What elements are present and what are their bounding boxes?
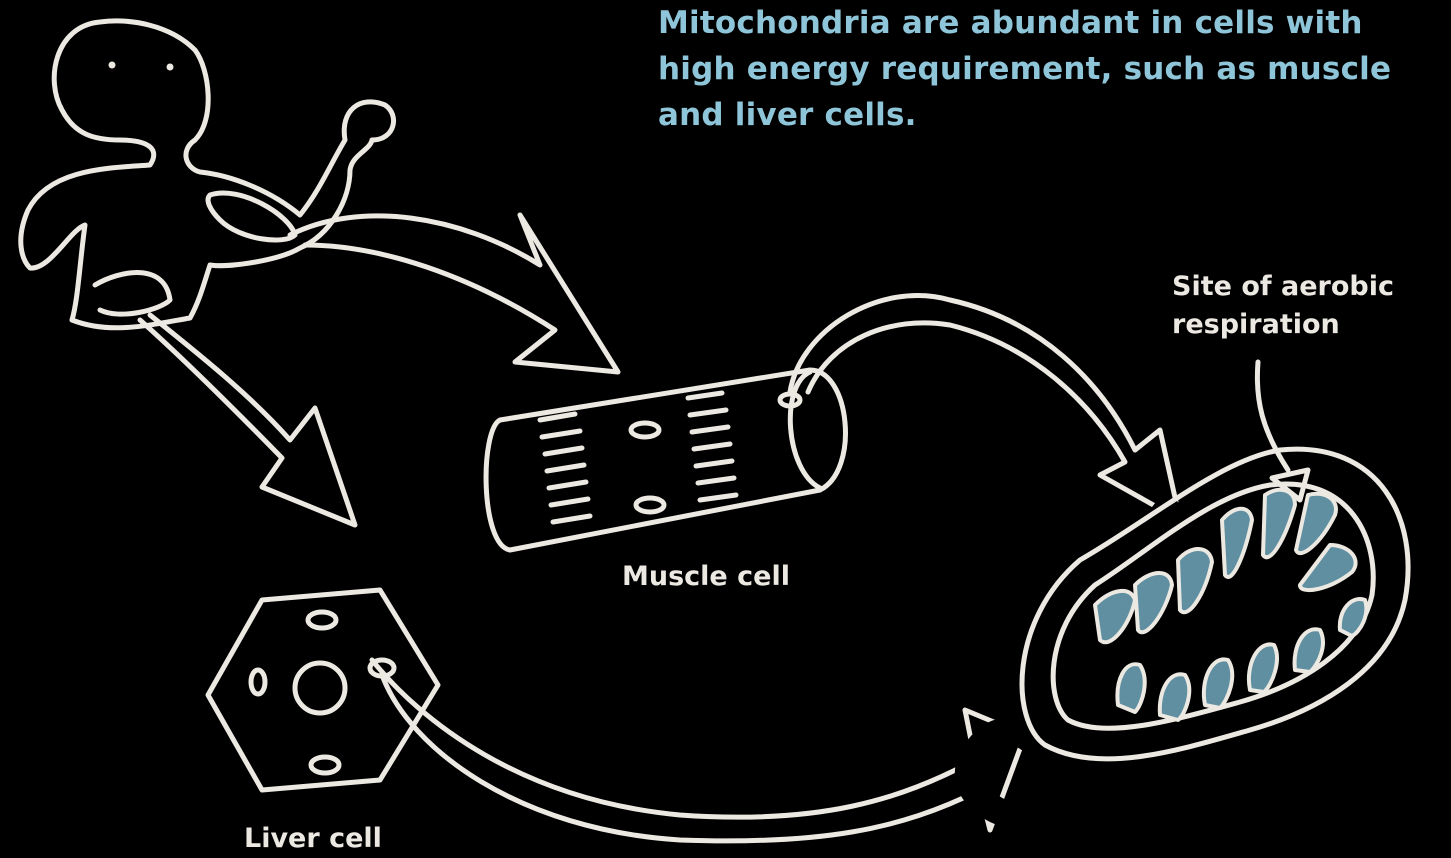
muscle-cell-icon [486,370,845,550]
arrow-icon [1257,362,1308,500]
arrow-icon [290,215,618,372]
site-label-line2: respiration [1172,306,1394,344]
muscle-cell-label: Muscle cell [622,558,790,596]
arrow-icon [140,315,355,525]
site-label: Site of aerobic respiration [1172,268,1394,344]
arrow-icon [790,296,1180,520]
liver-cell-label: Liver cell [244,820,382,858]
liver-cell-icon [208,590,438,790]
site-label-line1: Site of aerobic [1172,268,1394,306]
person-figure-icon [21,21,394,328]
